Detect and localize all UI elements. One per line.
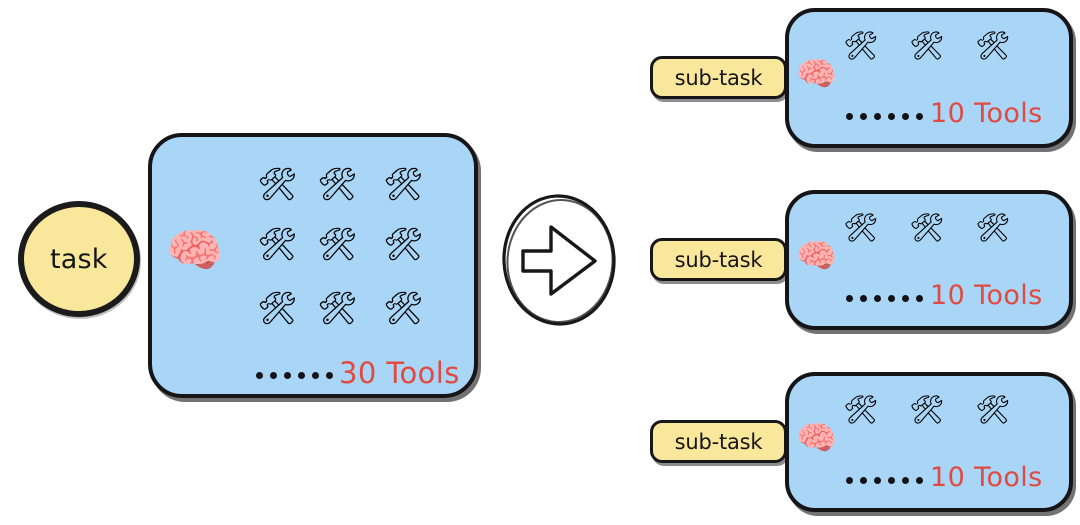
hammer-and-wrench-icon: 🛠 bbox=[383, 225, 424, 263]
task-node[interactable]: task bbox=[16, 199, 142, 319]
hammer-and-wrench-icon: 🛠 bbox=[975, 393, 1011, 426]
tool-count-label: 10 Tools bbox=[930, 98, 1043, 129]
brain-icon: 🧠 bbox=[796, 54, 838, 93]
tool-count-label: 10 Tools bbox=[930, 280, 1043, 311]
hammer-and-wrench-icon: 🛠 bbox=[909, 29, 945, 62]
circled-right-arrow-icon bbox=[499, 189, 619, 331]
ellipsis-dots bbox=[256, 372, 333, 379]
hammer-and-wrench-icon: 🛠 bbox=[383, 165, 424, 203]
sub-task-label: sub-task bbox=[674, 429, 763, 454]
hammer-and-wrench-icon: 🛠 bbox=[383, 289, 424, 327]
hammer-and-wrench-icon: 🛠 bbox=[909, 393, 945, 426]
ellipsis-dots bbox=[846, 477, 923, 484]
sub-task-panel[interactable] bbox=[785, 372, 1073, 512]
hammer-and-wrench-icon: 🛠 bbox=[317, 165, 358, 203]
sub-task-label: sub-task bbox=[674, 247, 763, 272]
task-label: task bbox=[50, 243, 108, 275]
hammer-and-wrench-icon: 🛠 bbox=[975, 29, 1011, 62]
ellipsis-dots bbox=[846, 295, 923, 302]
tool-count-label: 10 Tools bbox=[930, 462, 1043, 493]
sub-task-label: sub-task bbox=[674, 65, 763, 90]
hammer-and-wrench-icon: 🛠 bbox=[843, 211, 879, 244]
hammer-and-wrench-icon: 🛠 bbox=[909, 211, 945, 244]
tool-count-label: 30 Tools bbox=[339, 356, 460, 390]
hammer-and-wrench-icon: 🛠 bbox=[317, 289, 358, 327]
sub-task-pill[interactable]: sub-task bbox=[650, 238, 787, 281]
brain-icon: 🧠 bbox=[796, 418, 838, 457]
hammer-and-wrench-icon: 🛠 bbox=[257, 225, 298, 263]
hammer-and-wrench-icon: 🛠 bbox=[317, 225, 358, 263]
brain-icon: 🧠 bbox=[166, 223, 224, 277]
sub-task-panel[interactable] bbox=[785, 8, 1073, 148]
hammer-and-wrench-icon: 🛠 bbox=[257, 289, 298, 327]
hammer-and-wrench-icon: 🛠 bbox=[257, 165, 298, 203]
hammer-and-wrench-icon: 🛠 bbox=[843, 29, 879, 62]
sub-task-pill[interactable]: sub-task bbox=[650, 420, 787, 463]
ellipsis-dots bbox=[846, 113, 923, 120]
hammer-and-wrench-icon: 🛠 bbox=[975, 211, 1011, 244]
hammer-and-wrench-icon: 🛠 bbox=[843, 393, 879, 426]
sub-task-pill[interactable]: sub-task bbox=[650, 56, 787, 99]
sub-task-panel[interactable] bbox=[785, 190, 1073, 330]
brain-icon: 🧠 bbox=[796, 236, 838, 275]
source-task-panel[interactable] bbox=[148, 133, 478, 398]
